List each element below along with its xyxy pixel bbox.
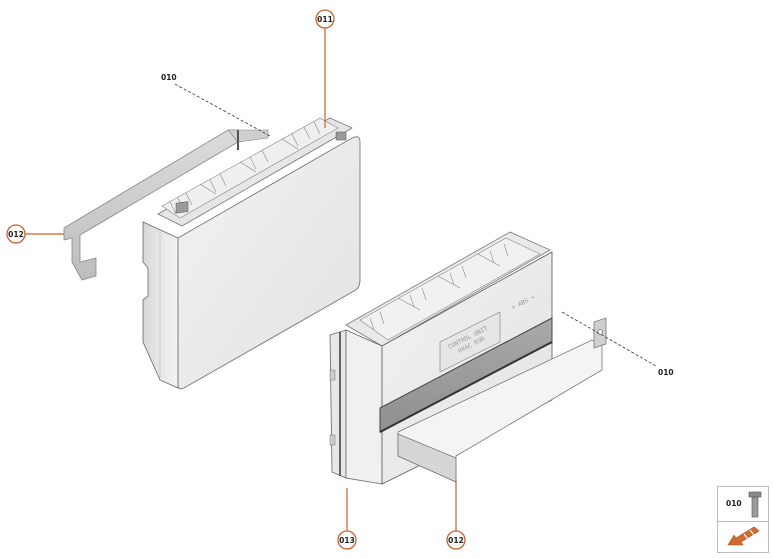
svg-text:012: 012	[8, 230, 24, 239]
callout-011[interactable]: 011	[315, 9, 335, 29]
legend-part-row[interactable]: 010	[718, 487, 768, 522]
bracket-upper	[63, 129, 269, 281]
view-direction-arrow-icon[interactable]	[726, 525, 760, 547]
parts-legend: 010	[717, 486, 769, 553]
bolt-icon	[748, 491, 762, 518]
callout-012-left[interactable]: 012	[6, 224, 26, 244]
control-unit-lower: CONTROL UNIT HVAC EUR > ABS <	[329, 231, 607, 485]
bracket-lower	[397, 317, 607, 483]
svg-text:011: 011	[317, 15, 333, 24]
legend-part-code: 010	[726, 499, 742, 508]
leader-lines	[25, 28, 657, 531]
label-010-top[interactable]: 010	[161, 73, 177, 82]
control-unit-upper	[63, 117, 361, 390]
callout-013[interactable]: 013	[337, 530, 357, 550]
callout-012-bottom[interactable]: 012	[446, 530, 466, 550]
label-010-right[interactable]: 010	[658, 368, 674, 377]
connector-block-lower	[359, 237, 541, 341]
svg-text:013: 013	[339, 536, 355, 545]
svg-text:012: 012	[448, 536, 464, 545]
